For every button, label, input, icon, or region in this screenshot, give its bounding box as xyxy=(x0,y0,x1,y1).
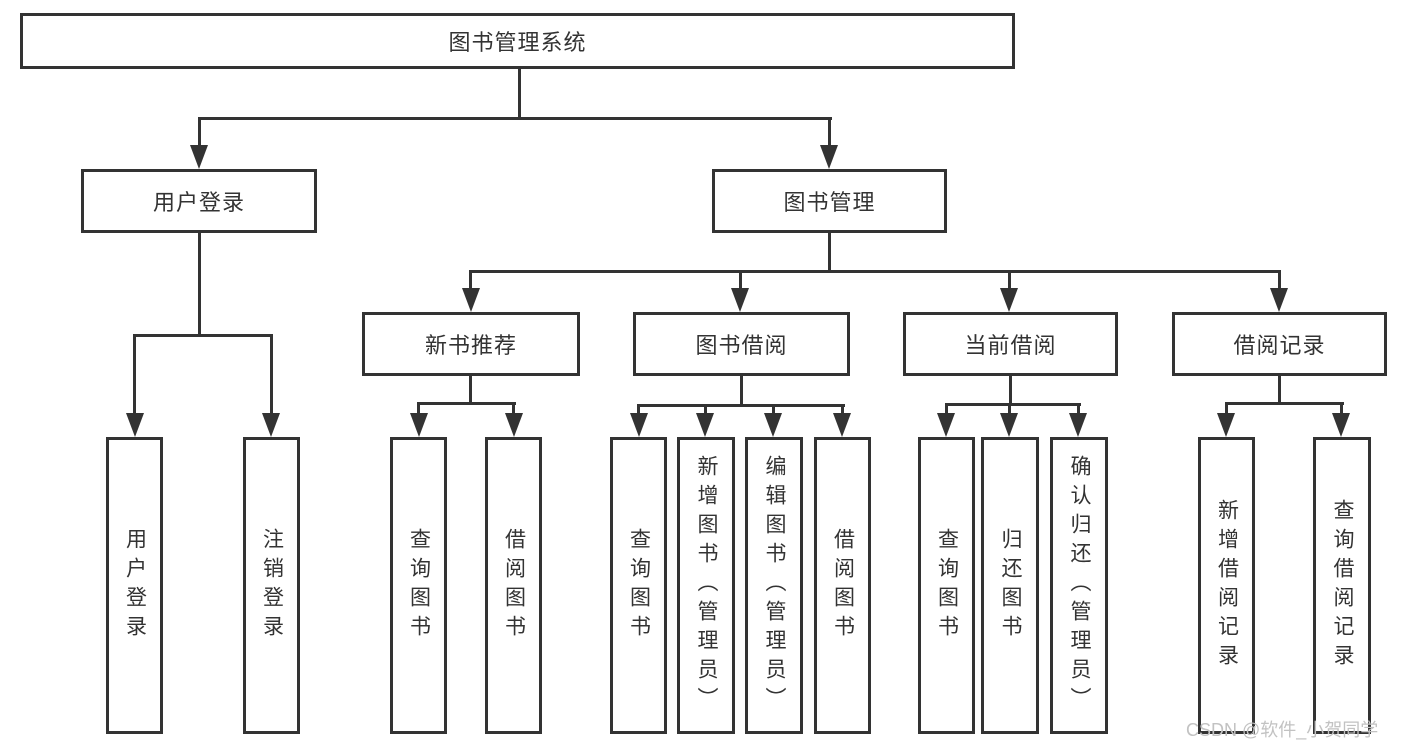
connector-vline xyxy=(740,376,743,407)
arrow-down-icon xyxy=(630,413,648,437)
arrow-down-icon xyxy=(126,413,144,437)
connector-hline xyxy=(1225,402,1344,405)
node-cb-confirm-return: 确认归还（管理员） xyxy=(1050,437,1108,734)
connector-vline xyxy=(1008,270,1011,292)
arrow-down-icon xyxy=(505,413,523,437)
arrow-down-icon xyxy=(1000,288,1018,312)
node-bb-add-books: 新增图书（管理员） xyxy=(677,437,735,734)
connector-vline xyxy=(469,376,472,405)
arrow-down-icon xyxy=(1332,413,1350,437)
connector-vline xyxy=(945,403,948,415)
arrow-down-icon xyxy=(833,413,851,437)
node-nb-query-books: 查询图书 xyxy=(390,437,447,734)
node-user-login: 用户登录 xyxy=(81,169,317,233)
arrow-down-icon xyxy=(1000,413,1018,437)
watermark-text: CSDN @软件_小贺同学 xyxy=(1186,720,1379,740)
node-borrow-records: 借阅记录 xyxy=(1172,312,1387,376)
arrow-down-icon xyxy=(820,145,838,169)
connector-vline xyxy=(841,404,844,415)
connector-hline xyxy=(469,270,1281,273)
connector-vline xyxy=(828,117,831,149)
node-bb-edit-books: 编辑图书（管理员） xyxy=(745,437,803,734)
connector-vline xyxy=(739,270,742,292)
node-book-mgmt: 图书管理 xyxy=(712,169,947,233)
arrow-down-icon xyxy=(764,413,782,437)
connector-hline xyxy=(637,404,845,407)
connector-vline xyxy=(133,334,136,418)
arrow-down-icon xyxy=(937,413,955,437)
connector-vline xyxy=(1278,270,1281,292)
connector-vline xyxy=(828,232,831,273)
connector-vline xyxy=(1225,402,1228,415)
connector-vline xyxy=(198,117,201,149)
connector-vline xyxy=(198,232,201,337)
arrow-down-icon xyxy=(731,288,749,312)
arrow-down-icon xyxy=(410,413,428,437)
node-current-borrow: 当前借阅 xyxy=(903,312,1118,376)
arrow-down-icon xyxy=(1217,413,1235,437)
connector-vline xyxy=(1008,403,1011,415)
node-br-query-record: 查询借阅记录 xyxy=(1313,437,1371,734)
arrow-down-icon xyxy=(1270,288,1288,312)
connector-hline xyxy=(133,334,272,337)
connector-vline xyxy=(469,270,472,292)
connector-vline xyxy=(417,402,420,415)
connector-vline xyxy=(1009,376,1012,406)
connector-vline xyxy=(1278,376,1281,405)
node-ul-user-login: 用户登录 xyxy=(106,437,163,734)
node-cb-query-books: 查询图书 xyxy=(918,437,975,734)
arrow-down-icon xyxy=(190,145,208,169)
arrow-down-icon xyxy=(462,288,480,312)
connector-vline xyxy=(1340,402,1343,415)
node-br-add-record: 新增借阅记录 xyxy=(1198,437,1255,734)
arrow-down-icon xyxy=(262,413,280,437)
connector-vline xyxy=(270,334,273,418)
connector-hline xyxy=(417,402,516,405)
node-cb-return-books: 归还图书 xyxy=(981,437,1039,734)
arrow-down-icon xyxy=(1069,413,1087,437)
connector-hline xyxy=(198,117,832,120)
node-nb-borrow-books: 借阅图书 xyxy=(485,437,542,734)
node-bb-borrow-books: 借阅图书 xyxy=(814,437,871,734)
connector-hline xyxy=(945,403,1081,406)
node-new-book-rec: 新书推荐 xyxy=(362,312,580,376)
connector-vline xyxy=(1077,403,1080,415)
connector-vline xyxy=(637,404,640,415)
arrow-down-icon xyxy=(696,413,714,437)
connector-vline xyxy=(512,402,515,415)
node-root: 图书管理系统 xyxy=(20,13,1015,69)
node-ul-logout: 注销登录 xyxy=(243,437,300,734)
node-bb-query-books: 查询图书 xyxy=(610,437,667,734)
connector-vline xyxy=(704,404,707,415)
connector-vline xyxy=(518,68,521,120)
connector-vline xyxy=(772,404,775,415)
node-book-borrow: 图书借阅 xyxy=(633,312,850,376)
